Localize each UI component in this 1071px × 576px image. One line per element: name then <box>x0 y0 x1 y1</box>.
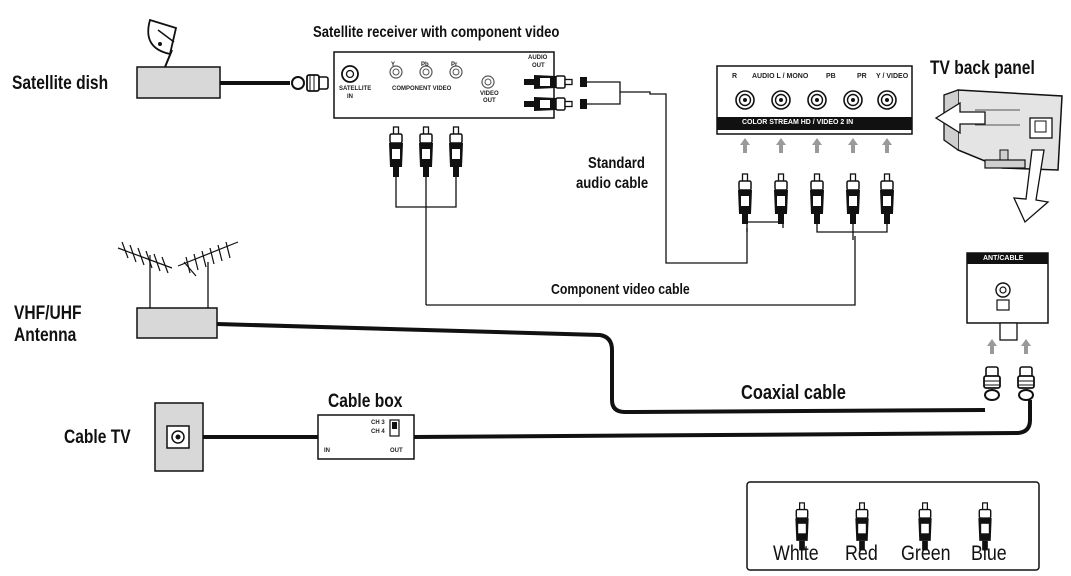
satellite-dish-device <box>136 18 221 99</box>
legend-white-label: White <box>773 542 819 565</box>
cable-tv-wall-outlet <box>154 402 204 472</box>
satellite-dish-box <box>136 66 221 99</box>
video-out-label: VIDEO <box>480 91 499 97</box>
ant-cable-label: ANT/CABLE <box>983 255 1024 262</box>
receiver-pr-label: Pr <box>451 62 458 68</box>
tv-pb-label: PB <box>826 73 836 80</box>
tv-back-panel-illustration <box>943 89 1063 171</box>
cable-color-legend <box>746 481 1040 571</box>
antenna-label-1: VHF/UHF <box>14 303 82 324</box>
cable-tv-label: Cable TV <box>64 427 131 448</box>
legend-green-label: Green <box>901 542 951 565</box>
audio-out-label: AUDIO <box>528 55 548 61</box>
satellite-dish-label: Satellite dish <box>12 73 109 94</box>
coax-plug-satellite <box>291 74 329 92</box>
tv-audio-l-label: AUDIO L / MONO <box>752 73 809 80</box>
standard-audio-label-1: Standard <box>588 155 645 172</box>
tv-jack-arrows <box>740 138 892 153</box>
component-video-cable-label: Component video cable <box>551 281 690 298</box>
coaxial-cable-label: Coaxial cable <box>741 382 846 404</box>
cable-box-ch4-label: CH 4 <box>371 429 385 435</box>
satellite-in-label-2: IN <box>347 94 353 100</box>
satellite-receiver-label: Satellite receiver with component video <box>313 24 560 41</box>
cable-box-in-label: IN <box>324 448 330 454</box>
cable-box-device <box>317 414 415 460</box>
receiver-pb-label: Pb <box>421 62 429 68</box>
arrow-left-icon <box>934 101 986 135</box>
tv-pr-label: PR <box>857 73 867 80</box>
tv-y-video-label: Y / VIDEO <box>876 73 909 80</box>
cable-box-label: Cable box <box>328 391 403 412</box>
satellite-in-label: SATELLITE <box>339 86 372 92</box>
audio-out-label-2: OUT <box>532 63 545 69</box>
color-stream-label: COLOR STREAM HD / VIDEO 2 IN <box>742 119 854 126</box>
tv-input-panel <box>716 65 913 135</box>
ant-cable-panel <box>966 252 1049 341</box>
satellite-receiver-panel <box>333 51 555 119</box>
video-out-label-2: OUT <box>483 98 496 104</box>
coax-plugs-tv <box>983 366 1035 401</box>
dish-icon <box>147 18 178 56</box>
tv-r-label: R <box>732 73 738 80</box>
component-plugs-receiver <box>388 126 464 178</box>
tv-back-panel-label: TV back panel <box>930 58 1035 79</box>
antenna-device <box>117 241 239 339</box>
standard-audio-label-2: audio cable <box>576 175 649 192</box>
cable-box-ch3-label: CH 3 <box>371 420 385 426</box>
tv-rca-plugs <box>737 173 895 225</box>
legend-red-label: Red <box>845 542 878 565</box>
cable-box-out-label: OUT <box>390 448 403 454</box>
receiver-y-label: Y <box>391 62 396 68</box>
component-video-label: COMPONENT VIDEO <box>392 86 452 92</box>
arrow-down-icon <box>1012 149 1050 224</box>
antenna-label-2: Antenna <box>14 325 77 346</box>
legend-blue-label: Blue <box>971 542 1007 565</box>
